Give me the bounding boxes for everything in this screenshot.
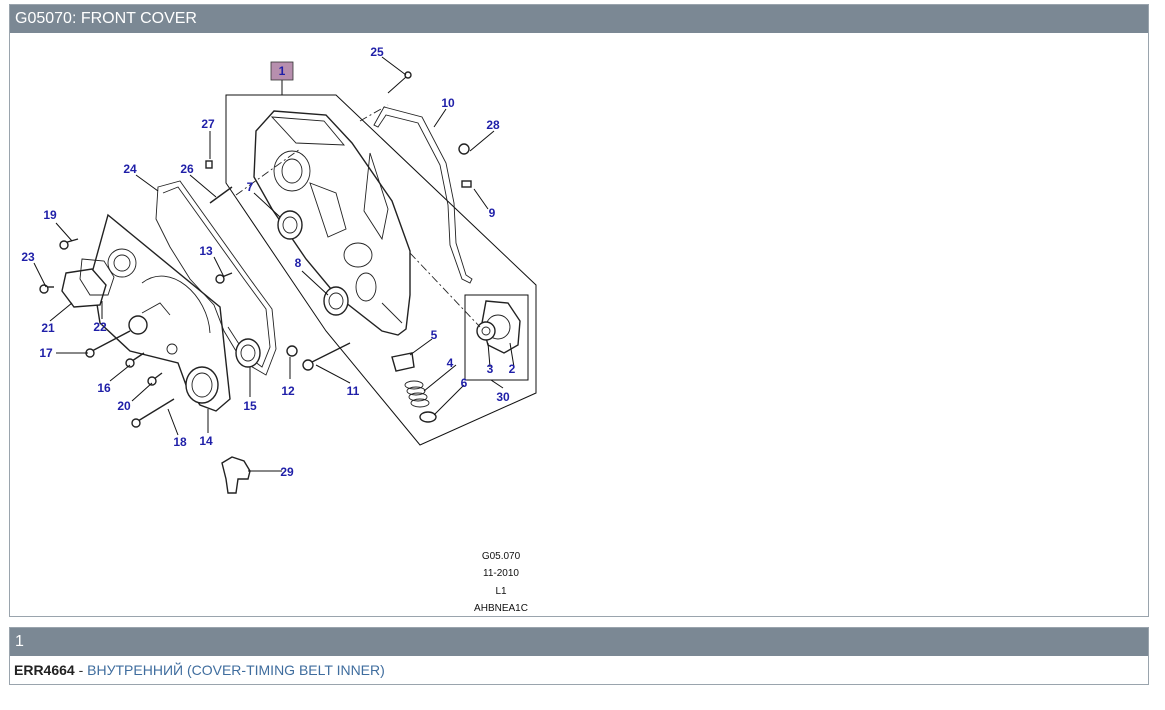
callout-7[interactable]: 7 bbox=[247, 180, 254, 194]
bolt-19 bbox=[59, 238, 79, 250]
callout-3[interactable]: 3 bbox=[487, 362, 494, 376]
callout-8[interactable]: 8 bbox=[295, 256, 302, 270]
alignment-line bbox=[409, 252, 481, 328]
callout-12[interactable]: 12 bbox=[281, 384, 295, 398]
bolt-20 bbox=[147, 372, 163, 386]
callout-4[interactable]: 4 bbox=[447, 356, 454, 370]
bolt-16 bbox=[125, 352, 145, 368]
part-number: ERR4664 bbox=[14, 662, 75, 678]
bolt-12 bbox=[286, 345, 298, 357]
bolt-25 bbox=[387, 71, 412, 94]
reference-drawing-id: AHBNEA1C bbox=[474, 603, 528, 614]
seal-8 bbox=[323, 286, 349, 316]
leader-lines bbox=[33, 56, 515, 472]
gasket-strip bbox=[373, 106, 473, 284]
parts-group-header: 1 bbox=[10, 628, 1148, 656]
plug-5 bbox=[391, 352, 415, 372]
callout-2[interactable]: 2 bbox=[509, 362, 516, 376]
callout-6[interactable]: 6 bbox=[461, 376, 468, 390]
bolt-11 bbox=[302, 342, 351, 371]
diagram-panel: G05070: FRONT COVER bbox=[9, 4, 1149, 617]
callout-30[interactable]: 30 bbox=[496, 390, 510, 404]
bolt-23 bbox=[39, 284, 54, 294]
bracket-29 bbox=[221, 456, 251, 494]
reference-date: 11-2010 bbox=[483, 568, 519, 579]
callout-20[interactable]: 20 bbox=[117, 399, 131, 413]
inner-cover-outline bbox=[225, 94, 537, 446]
bolt-18 bbox=[131, 398, 175, 428]
callout-11[interactable]: 11 bbox=[347, 384, 360, 398]
callout-22[interactable]: 22 bbox=[93, 320, 107, 334]
callout-24[interactable]: 24 bbox=[123, 162, 137, 176]
callout-27[interactable]: 27 bbox=[201, 117, 215, 131]
alignment-line bbox=[359, 104, 389, 122]
pin-9 bbox=[461, 180, 472, 188]
callout-19[interactable]: 19 bbox=[43, 208, 57, 222]
part-description-link[interactable]: ВНУТРЕННИЙ (COVER-TIMING BELT INNER) bbox=[87, 662, 385, 678]
bolt-17 bbox=[85, 330, 131, 358]
cap-6 bbox=[419, 411, 437, 423]
callout-29[interactable]: 29 bbox=[280, 465, 294, 479]
pump-rotor bbox=[476, 321, 496, 341]
plate-gasket bbox=[79, 258, 115, 296]
oil-pump-box bbox=[464, 294, 529, 381]
alignment-line bbox=[235, 148, 301, 196]
callout-17[interactable]: 17 bbox=[39, 346, 53, 360]
washer-28 bbox=[458, 143, 470, 155]
callout-26[interactable]: 26 bbox=[180, 162, 194, 176]
cover-plate bbox=[61, 268, 107, 308]
callout-10[interactable]: 10 bbox=[441, 96, 455, 110]
callout-9[interactable]: 9 bbox=[489, 206, 496, 220]
dowel-27 bbox=[205, 160, 213, 169]
reference-code: G05.070 bbox=[482, 551, 521, 562]
spring-4 bbox=[404, 380, 430, 408]
stud-26 bbox=[209, 186, 233, 204]
outer-cover bbox=[91, 213, 231, 412]
part-separator: - bbox=[74, 662, 88, 678]
seal-7 bbox=[277, 210, 303, 240]
callout-14[interactable]: 14 bbox=[199, 434, 213, 448]
callout-23[interactable]: 23 bbox=[21, 250, 35, 264]
part-row[interactable]: ERR4664 - ВНУТРЕННИЙ (COVER-TIMING BELT … bbox=[10, 656, 1148, 684]
seal-15 bbox=[235, 338, 261, 368]
callout-30-leader bbox=[490, 379, 504, 389]
selected-callout-box[interactable] bbox=[270, 61, 294, 81]
callout-15[interactable]: 15 bbox=[243, 399, 257, 413]
callout-1[interactable]: 1 bbox=[279, 64, 286, 78]
bolt-13 bbox=[215, 272, 233, 284]
callout-18[interactable]: 18 bbox=[173, 435, 187, 449]
parts-panel: 1 ERR4664 - ВНУТРЕННИЙ (COVER-TIMING BEL… bbox=[9, 627, 1149, 685]
callout-28[interactable]: 28 bbox=[486, 118, 500, 132]
callout-16[interactable]: 16 bbox=[97, 381, 111, 395]
reference-level: L1 bbox=[495, 586, 507, 597]
callout-5[interactable]: 5 bbox=[431, 328, 438, 342]
diagram-title: G05070: FRONT COVER bbox=[10, 5, 1148, 33]
callout-25[interactable]: 25 bbox=[370, 45, 384, 59]
callout-13[interactable]: 13 bbox=[199, 244, 213, 258]
exploded-diagram: 1 2 3 5 4 6 7 8 9 10 11 12 13 14 15 16 1… bbox=[21, 45, 537, 614]
callout-21[interactable]: 21 bbox=[41, 321, 55, 335]
